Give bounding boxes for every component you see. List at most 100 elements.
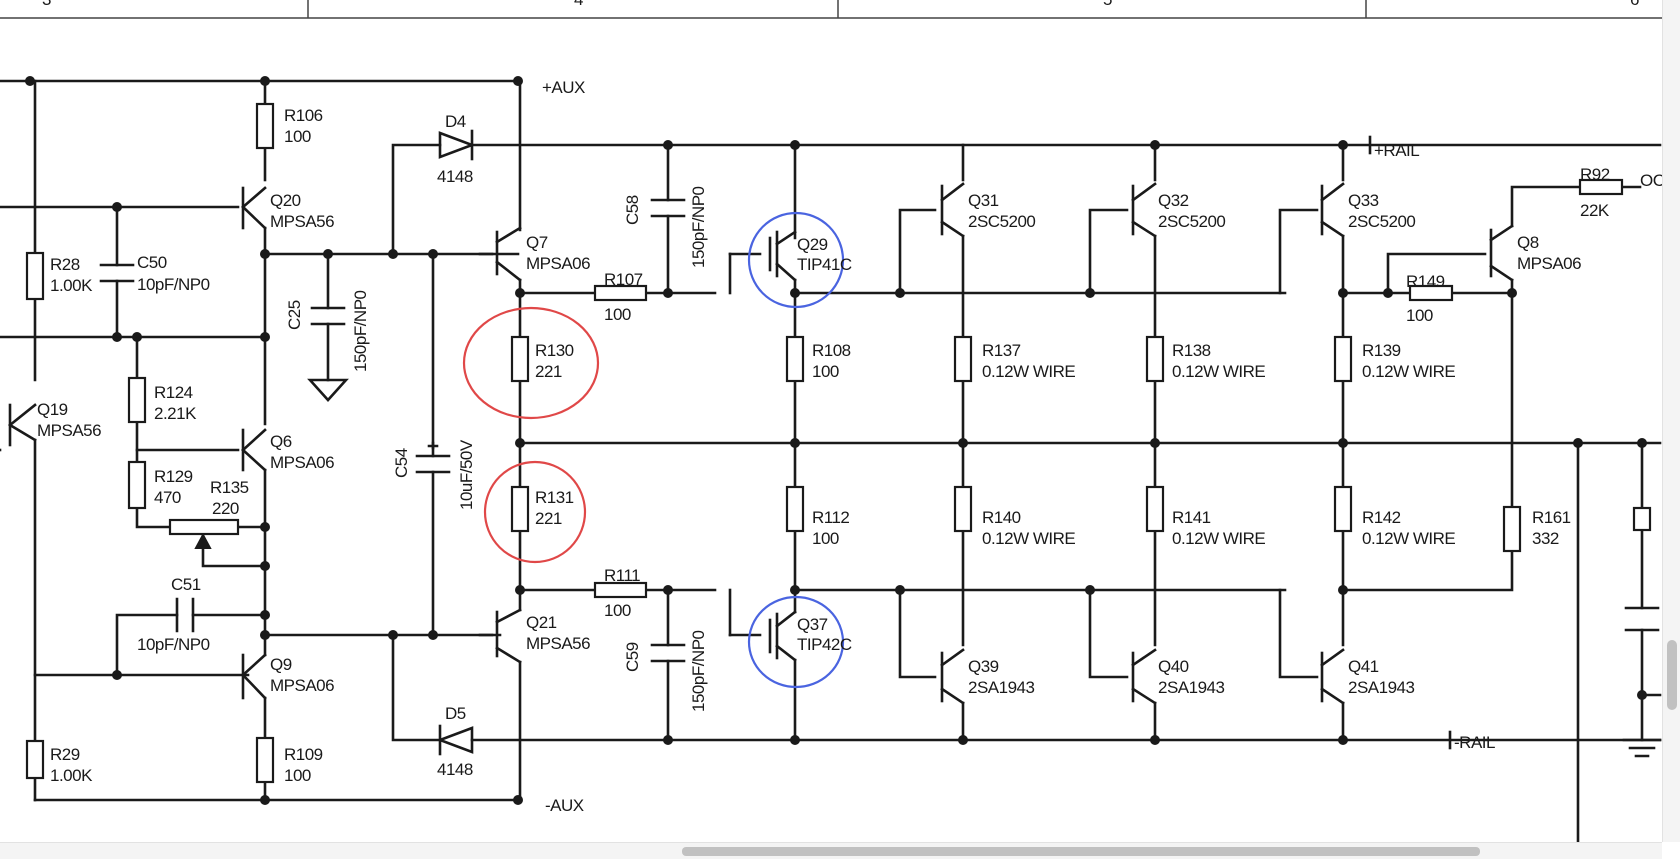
wires [0, 79, 1662, 842]
c51-value: 10pF/NP0 [137, 635, 210, 654]
r161-ref: R161 [1532, 508, 1571, 527]
blue-highlight-q37 [747, 595, 845, 689]
r137-ref: R137 [982, 341, 1021, 360]
r149-value: 100 [1406, 306, 1433, 325]
r111-value: 100 [604, 601, 631, 620]
title-mark-3: 3 [42, 0, 51, 9]
r124-value: 2.21K [154, 404, 197, 423]
d5-value: 4148 [437, 760, 473, 779]
r28-value: 1.00K [50, 276, 93, 295]
q29-value: TIP41C [797, 255, 852, 274]
c59-ref: C59 [623, 642, 642, 672]
c58-value: 150pF/NP0 [689, 186, 708, 268]
r135-ref: R135 [210, 478, 249, 497]
q6-ref: Q6 [270, 432, 292, 451]
net-label-pos-rail: +RAIL [1374, 141, 1419, 160]
r142-value: 0.12W WIRE [1362, 529, 1455, 548]
title-mark-5: 5 [1103, 0, 1112, 9]
net-label-neg-rail: -RAIL [1454, 733, 1495, 752]
junction-dots [25, 76, 1647, 805]
r138-value: 0.12W WIRE [1172, 362, 1265, 381]
q37-value: TIP42C [797, 635, 852, 654]
q20-value: MPSA56 [270, 212, 334, 231]
q41-value: 2SA1943 [1348, 678, 1414, 697]
c59-value: 150pF/NP0 [689, 630, 708, 712]
d4-value: 4148 [437, 167, 473, 186]
r131-value: 221 [535, 509, 562, 528]
r161-value: 332 [1532, 529, 1559, 548]
red-highlight-r130 [462, 306, 600, 420]
component-labels: R106 100 R28 1.00K C50 10pF/NP0 Q20 MPSA… [37, 106, 1610, 785]
r29-value: 1.00K [50, 766, 93, 785]
red-highlight-r131 [483, 460, 587, 564]
r130-value: 221 [535, 362, 562, 381]
vertical-scrollbar[interactable] [1662, 0, 1680, 842]
r139-value: 0.12W WIRE [1362, 362, 1455, 381]
q9-value: MPSA06 [270, 676, 334, 695]
q19-value: MPSA56 [37, 421, 101, 440]
q21-value: MPSA56 [526, 634, 590, 653]
q32-value: 2SC5200 [1158, 212, 1225, 231]
r129-ref: R129 [154, 467, 193, 486]
r137-value: 0.12W WIRE [982, 362, 1075, 381]
vertical-scroll-thumb[interactable] [1667, 640, 1677, 710]
r111-ref: R111 [604, 566, 640, 585]
r141-ref: R141 [1172, 508, 1211, 527]
q31-value: 2SC5200 [968, 212, 1035, 231]
diodes [436, 129, 476, 756]
net-labels: +AUX -AUX +RAIL -RAIL OC [542, 78, 1662, 815]
r109-value: 100 [284, 766, 311, 785]
r29-ref: R29 [50, 745, 80, 764]
c51-ref: C51 [171, 575, 201, 594]
r135-value: 220 [212, 499, 239, 518]
horizontal-scrollbar[interactable] [0, 842, 1662, 859]
resistors [25, 102, 1652, 784]
horizontal-scroll-thumb[interactable] [682, 847, 1480, 856]
c25-ref: C25 [285, 300, 304, 330]
r140-value: 0.12W WIRE [982, 529, 1075, 548]
net-label-neg-aux: -AUX [545, 796, 584, 815]
capacitors [99, 198, 1660, 663]
q39-value: 2SA1943 [968, 678, 1034, 697]
r109-ref: R109 [284, 745, 323, 764]
q32-ref: Q32 [1158, 191, 1189, 210]
q33-value: 2SC5200 [1348, 212, 1415, 231]
r108-value: 100 [812, 362, 839, 381]
q7-ref: Q7 [526, 233, 548, 252]
c54-ref: C54 [392, 448, 411, 478]
r92-value: 22K [1580, 201, 1610, 220]
q19-ref: Q19 [37, 400, 68, 419]
r108-ref: R108 [812, 341, 851, 360]
r106-ref: R106 [284, 106, 323, 125]
r142-ref: R142 [1362, 508, 1401, 527]
c58-ref: C58 [623, 195, 642, 225]
q9-ref: Q9 [270, 655, 292, 674]
amplifier-schematic: 3 4 5 6 [0, 0, 1662, 842]
transistors [8, 184, 1493, 703]
r107-value: 100 [604, 305, 631, 324]
q40-ref: Q40 [1158, 657, 1189, 676]
r149-ref: R149 [1406, 272, 1445, 291]
r141-value: 0.12W WIRE [1172, 529, 1265, 548]
c54-value: 10uF/50V [457, 439, 476, 510]
q8-value: MPSA06 [1517, 254, 1581, 273]
r129-value: 470 [154, 488, 181, 507]
r124-ref: R124 [154, 383, 193, 402]
c50-value: 10pF/NP0 [137, 275, 210, 294]
q7-value: MPSA06 [526, 254, 590, 273]
r107-ref: R107 [604, 270, 643, 289]
r106-value: 100 [284, 127, 311, 146]
r28-ref: R28 [50, 255, 80, 274]
q31-ref: Q31 [968, 191, 999, 210]
title-mark-4: 4 [574, 0, 583, 9]
q20-ref: Q20 [270, 191, 301, 210]
q29-ref: Q29 [797, 235, 828, 254]
title-block-border: 3 4 5 6 [0, 0, 1662, 19]
r130-ref: R130 [535, 341, 574, 360]
q37-ref: Q37 [797, 615, 828, 634]
q39-ref: Q39 [968, 657, 999, 676]
r131-ref: R131 [535, 488, 574, 507]
c25-value: 150pF/NP0 [351, 290, 370, 372]
r138-ref: R138 [1172, 341, 1211, 360]
